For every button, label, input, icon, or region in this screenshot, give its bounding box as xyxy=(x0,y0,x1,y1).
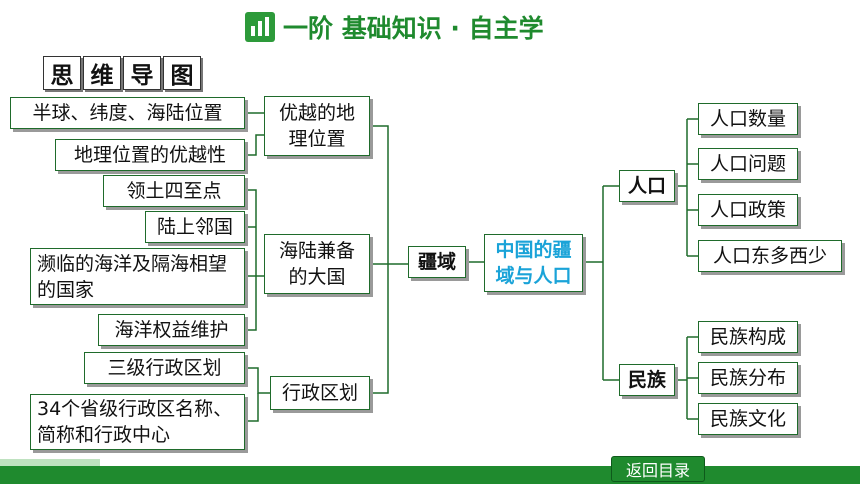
node-dongduo: 人口东多西少 xyxy=(698,240,842,272)
node-wenti: 人口问题 xyxy=(698,148,798,180)
section-title: 一阶 基础知识 · 自主学 xyxy=(245,10,544,44)
node-lingtu: 领土四至点 xyxy=(103,175,245,207)
node-center: 中国的疆域与人口 xyxy=(484,234,583,292)
node-xingzheng: 行政区划 xyxy=(270,376,370,410)
connector xyxy=(245,367,270,394)
node-shuliang: 人口数量 xyxy=(698,103,798,135)
mind-map-char: 维 xyxy=(83,56,121,90)
footer-strip xyxy=(0,466,860,484)
mind-map-char: 图 xyxy=(163,56,201,90)
node-minzu: 民族 xyxy=(619,364,675,396)
node-wenhua: 民族文化 xyxy=(698,403,798,435)
mind-map-label: 思 维 导 图 xyxy=(43,56,203,90)
connector xyxy=(245,189,257,272)
mind-map-char: 思 xyxy=(43,56,81,90)
section-title-text: 一阶 基础知识 · 自主学 xyxy=(283,14,544,43)
node-binlin: 濒临的海洋及隔海相望的国家 xyxy=(30,248,245,305)
node-fenbu: 民族分布 xyxy=(698,362,798,394)
node-zhengce: 人口政策 xyxy=(698,194,798,226)
node-hailu: 海陆兼备的大国 xyxy=(264,234,370,294)
footer-bar xyxy=(0,455,860,484)
node-youyuexing: 地理位置的优越性 xyxy=(55,139,245,171)
connector xyxy=(245,134,264,156)
node-youyue: 优越的地理位置 xyxy=(264,96,370,156)
back-to-contents-button[interactable]: 返回目录 xyxy=(611,456,705,482)
footer-accent xyxy=(0,459,100,467)
connector xyxy=(370,125,389,394)
connector xyxy=(245,393,259,422)
node-renkou: 人口 xyxy=(619,170,675,202)
connector xyxy=(245,272,257,331)
node-jiangyu: 疆域 xyxy=(408,246,466,278)
chart-bars-icon xyxy=(245,12,275,42)
mind-map-char: 导 xyxy=(123,56,161,90)
node-haiyang: 海洋权益维护 xyxy=(98,314,245,346)
node-linguo: 陆上邻国 xyxy=(145,211,245,243)
node-banqiu: 半球、纬度、海陆位置 xyxy=(10,97,245,129)
node-sanji: 三级行政区划 xyxy=(84,352,245,384)
node-34: 34个省级行政区名称、简称和行政中心 xyxy=(30,394,245,450)
node-goucheng: 民族构成 xyxy=(698,321,798,353)
